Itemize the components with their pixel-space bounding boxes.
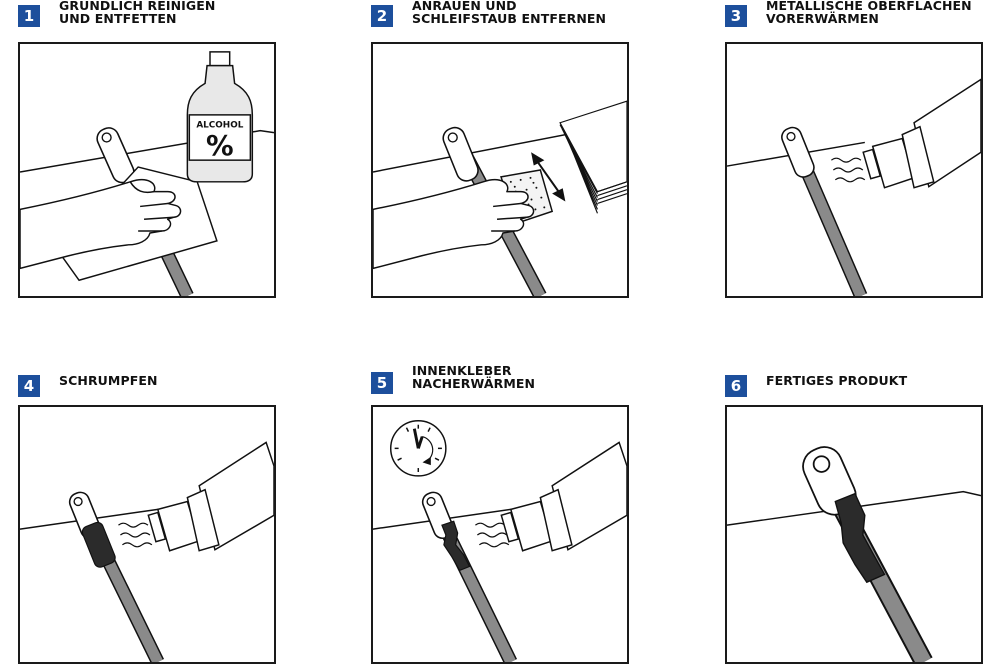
hand-icon — [20, 179, 182, 270]
cable-lug-icon — [781, 126, 868, 296]
svg-text:ALCOHOL: ALCOHOL — [196, 121, 243, 131]
step-title: FERTIGES PRODUKT — [766, 373, 908, 388]
heat-waves-icon — [475, 522, 510, 548]
step-5-header: 5 INNENKLEBER NACHERWÄRMEN — [371, 363, 661, 405]
step-title: INNENKLEBER NACHERWÄRMEN — [412, 363, 536, 391]
step-2-illustration — [371, 42, 629, 298]
step-title: METALLISCHE OBERFLÄCHEN VORERWÄRMEN — [766, 0, 972, 26]
clock-icon — [389, 420, 447, 477]
step-number-badge: 3 — [725, 5, 747, 27]
heat-gun-icon — [500, 441, 627, 552]
step-4-header: 4 SCHRUMPFEN — [18, 370, 308, 410]
double-arrow-icon — [531, 152, 566, 202]
hand-icon — [373, 179, 535, 270]
step-3-header: 3 METALLISCHE OBERFLÄCHEN VORERWÄRMEN — [725, 0, 1000, 40]
step-5-illustration — [371, 405, 629, 664]
heat-gun-icon — [147, 441, 274, 552]
step-1-header: 1 GRÜNDLICH REINIGEN UND ENTFETTEN — [18, 0, 308, 40]
cable-lug-icon — [802, 446, 933, 662]
step-number-badge: 1 — [18, 5, 40, 27]
heat-waves-icon — [830, 157, 866, 183]
step-number-badge: 6 — [725, 375, 747, 397]
step-2-header: 2 ANRAUEN UND SCHLEIFSTAUB ENTFERNEN — [371, 0, 661, 40]
step-title: ANRAUEN UND SCHLEIFSTAUB ENTFERNEN — [412, 0, 607, 26]
svg-text:%: % — [206, 130, 234, 162]
step-number-badge: 5 — [371, 372, 393, 394]
step-3-illustration — [725, 42, 983, 298]
step-4-illustration — [18, 405, 276, 664]
step-title: SCHRUMPFEN — [59, 373, 158, 388]
cable-lug-icon — [421, 491, 518, 662]
paper-stack-icon — [559, 100, 627, 214]
step-6-illustration — [725, 405, 983, 664]
cable-lug-icon — [68, 491, 165, 662]
step-title: GRÜNDLICH REINIGEN UND ENTFETTEN — [59, 0, 216, 26]
step-6-header: 6 FERTIGES PRODUKT — [725, 370, 1000, 410]
heat-waves-icon — [118, 522, 153, 548]
step-number-badge: 4 — [18, 375, 40, 397]
step-number-badge: 2 — [371, 5, 393, 27]
alcohol-bottle-icon: ALCOHOL % — [186, 51, 254, 183]
step-1-illustration: ALCOHOL % — [18, 42, 276, 298]
heat-gun-icon — [862, 78, 981, 189]
